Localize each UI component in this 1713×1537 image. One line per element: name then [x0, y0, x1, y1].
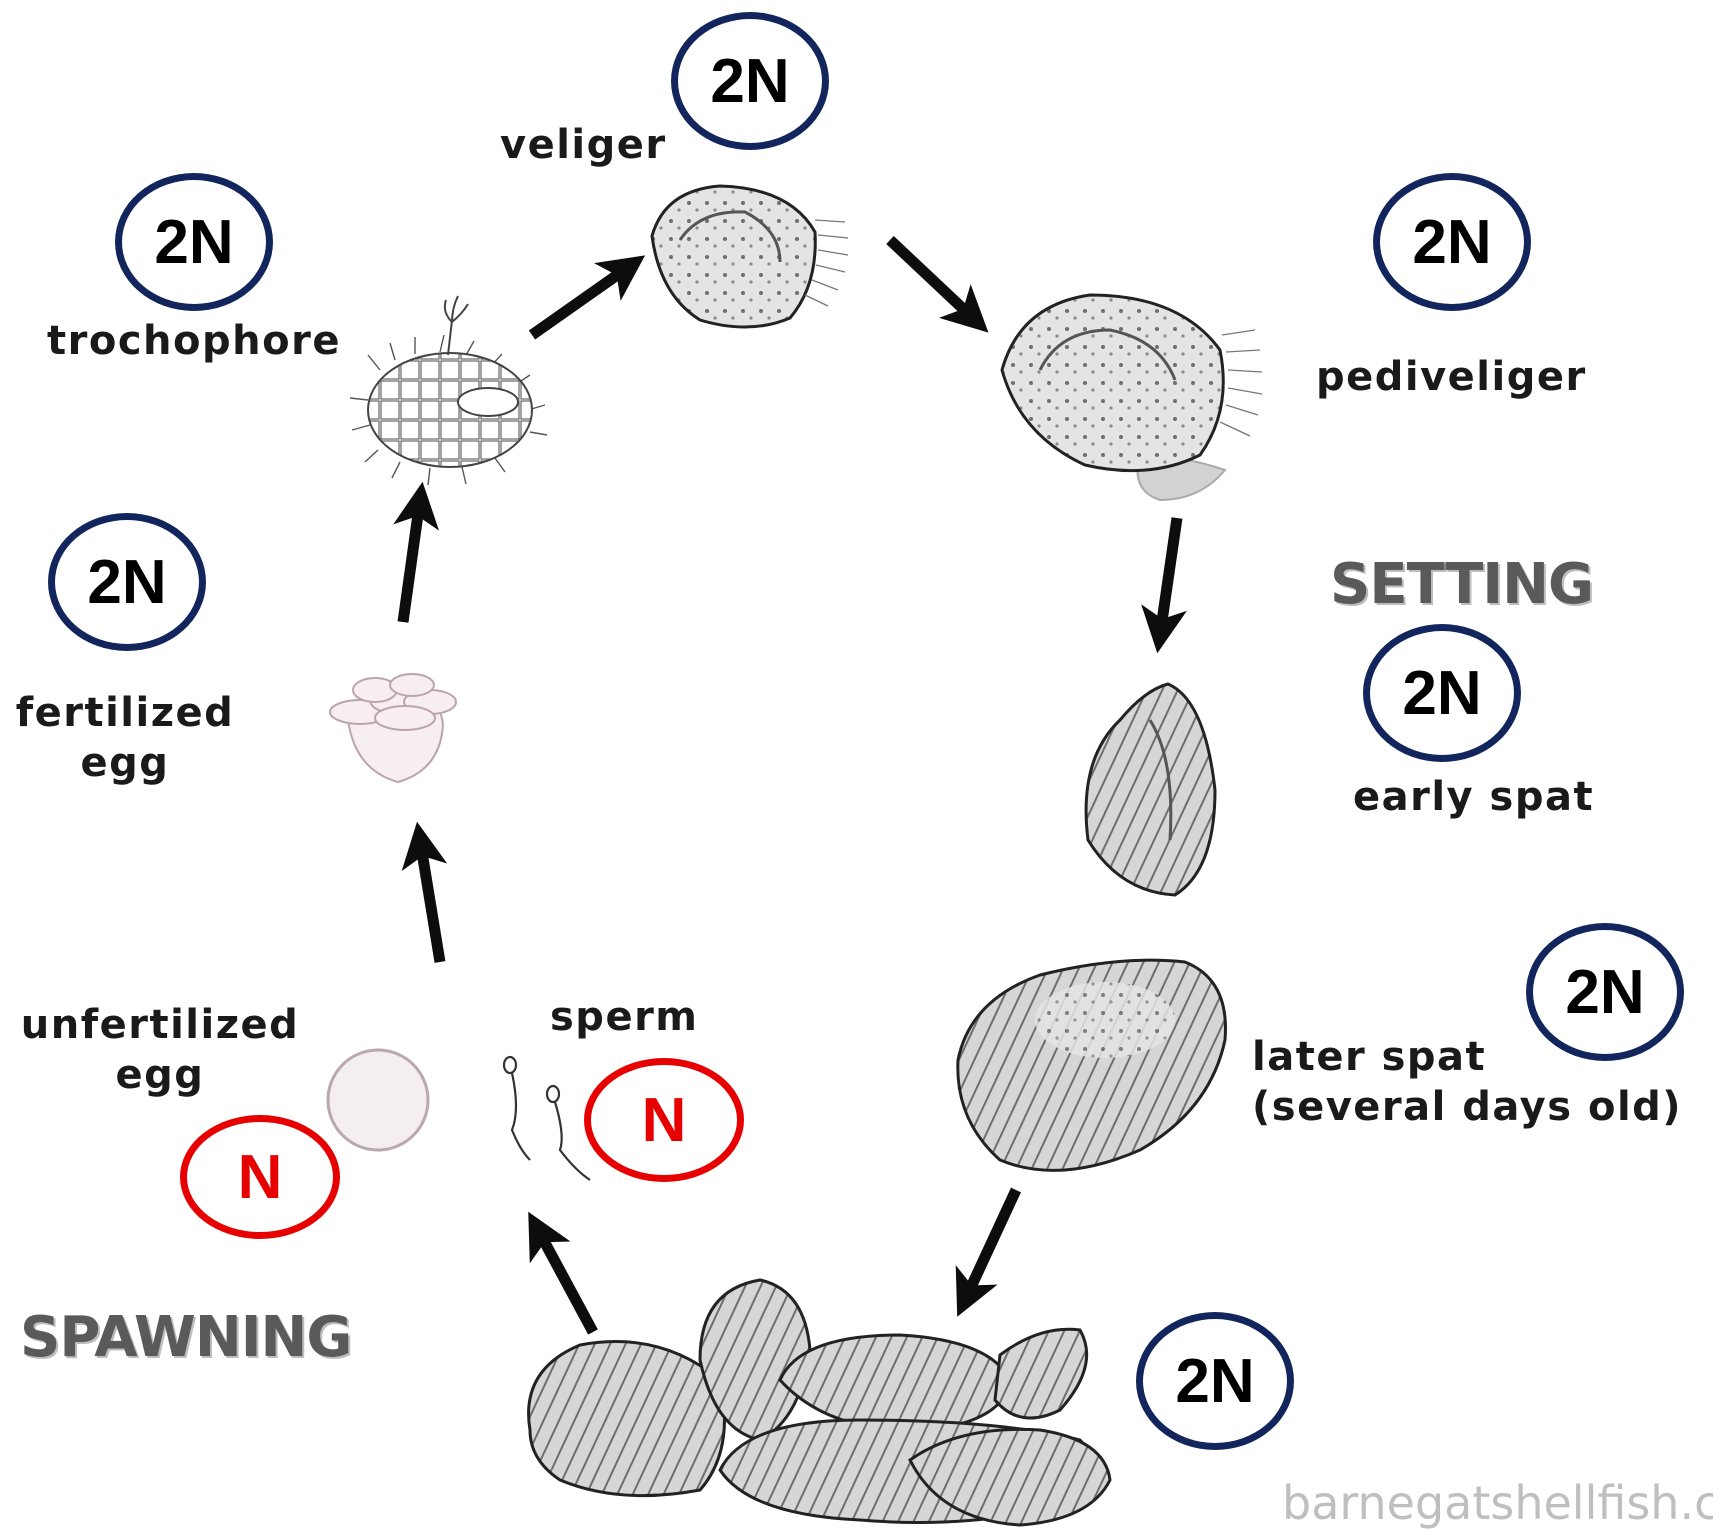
- label-veliger: veliger: [500, 120, 667, 170]
- fertilized-egg-illustration: [330, 674, 456, 782]
- early-spat-illustration: [1086, 684, 1215, 895]
- ploidy-badge-veliger: 2N: [671, 12, 829, 150]
- arrow-trochophore-to-veliger: [532, 266, 630, 335]
- arrow-pediveliger-to-early-spat: [1160, 518, 1177, 635]
- sperm-illustration: [504, 1057, 590, 1180]
- ploidy-badge-fertilized-egg: 2N: [48, 513, 206, 651]
- source-credit: barnegatshellfish.c: [1282, 1476, 1713, 1530]
- veliger-illustration: [652, 186, 848, 327]
- arrow-unfertilized-to-fertilized: [420, 840, 440, 962]
- label-early-spat: early spat: [1353, 772, 1594, 822]
- arrow-adults-to-spawn: [537, 1228, 593, 1332]
- ploidy-badge-adult: 2N: [1136, 1312, 1294, 1450]
- trochophore-illustration: [350, 296, 547, 485]
- label-unfertilized-egg-line1: unfertilized: [15, 1000, 305, 1050]
- later-spat-illustration: [958, 960, 1226, 1170]
- arrow-later-spat-to-adults: [965, 1190, 1016, 1300]
- ploidy-badge-pediveliger: 2N: [1373, 173, 1531, 311]
- label-fertilized-egg-line2: egg: [15, 738, 235, 788]
- ploidy-badge-sperm: N: [584, 1058, 744, 1182]
- ploidy-badge-early-spat: 2N: [1363, 624, 1521, 762]
- label-fertilized-egg: fertilized egg: [15, 688, 235, 788]
- ploidy-badge-trochophore: 2N: [115, 173, 273, 311]
- label-trochophore: trochophore: [47, 316, 341, 366]
- arrow-fertilized-to-trochophore: [403, 500, 420, 622]
- label-unfertilized-egg-line2: egg: [15, 1050, 305, 1100]
- adult-oysters-illustration: [529, 1280, 1110, 1525]
- arrow-veliger-to-pediveliger: [890, 240, 975, 320]
- phase-setting: SETTING: [1330, 552, 1593, 617]
- label-later-spat-line2: (several days old): [1252, 1082, 1682, 1132]
- label-pediveliger: pediveliger: [1316, 352, 1587, 402]
- phase-spawning: SPAWNING: [20, 1305, 351, 1370]
- ploidy-badge-unfertilized-egg: N: [180, 1115, 340, 1239]
- unfertilized-egg-illustration: [328, 1050, 428, 1150]
- ploidy-badge-later-spat: 2N: [1526, 923, 1684, 1061]
- pediveliger-illustration: [1002, 295, 1262, 500]
- label-fertilized-egg-line1: fertilized: [15, 688, 235, 738]
- label-unfertilized-egg: unfertilized egg: [15, 1000, 305, 1100]
- label-sperm: sperm: [550, 992, 698, 1042]
